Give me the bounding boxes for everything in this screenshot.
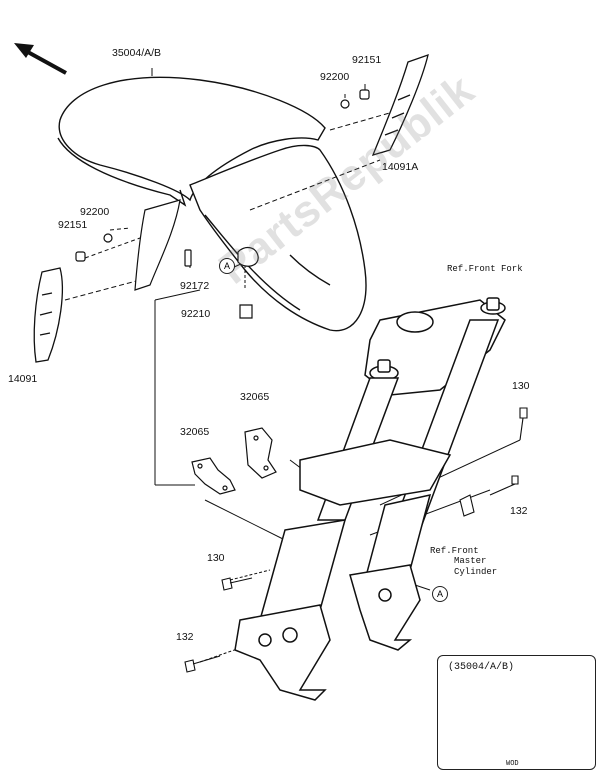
bolts <box>184 407 528 673</box>
ref-master-line-2: Master <box>454 556 487 567</box>
inset-panel: (35004/A/B) <box>437 655 596 770</box>
ref-marker-a-lower: A <box>432 586 448 602</box>
label-bolt-left-132: 132 <box>176 631 194 643</box>
side-cover-right <box>371 53 429 157</box>
label-washer-left: 92200 <box>80 206 110 218</box>
label-bolt-left-130: 130 <box>207 552 225 564</box>
brackets <box>191 427 277 495</box>
ref-master-line-3: Cylinder <box>454 566 498 577</box>
label-bracket-lower: 32065 <box>180 426 210 438</box>
label-bolt-right-130: 130 <box>512 380 530 392</box>
label-screw-left: 92151 <box>58 219 88 231</box>
side-cover-left <box>33 267 63 363</box>
label-clip: 92210 <box>181 308 211 320</box>
label-bracket-upper: 32065 <box>240 391 270 403</box>
hardware <box>75 89 370 319</box>
ref-marker-a-upper: A <box>219 258 235 274</box>
inset-label: (35004/A/B) <box>448 662 515 673</box>
label-bolt-right-132: 132 <box>510 505 528 517</box>
label-bolt-mid: 92172 <box>180 280 210 292</box>
label-screw-top: 92151 <box>352 54 382 66</box>
front-fork-assembly <box>234 297 506 701</box>
label-cover-right: 14091A <box>382 161 419 173</box>
ref-master-cylinder: Ref.Front Master Cylinder <box>430 546 497 577</box>
fender-mount-panel <box>134 199 181 291</box>
ref-front-fork: Ref.Front Fork <box>447 264 523 274</box>
front-fender-body <box>57 76 367 332</box>
label-washer-top: 92200 <box>320 71 350 83</box>
label-cover-left: 14091 <box>8 373 38 385</box>
front-direction-arrow-icon <box>14 43 67 75</box>
ref-master-line-1: Ref.Front <box>430 546 479 556</box>
inset-footer: WOD <box>506 760 519 768</box>
label-fender: 35004/A/B <box>112 47 162 59</box>
